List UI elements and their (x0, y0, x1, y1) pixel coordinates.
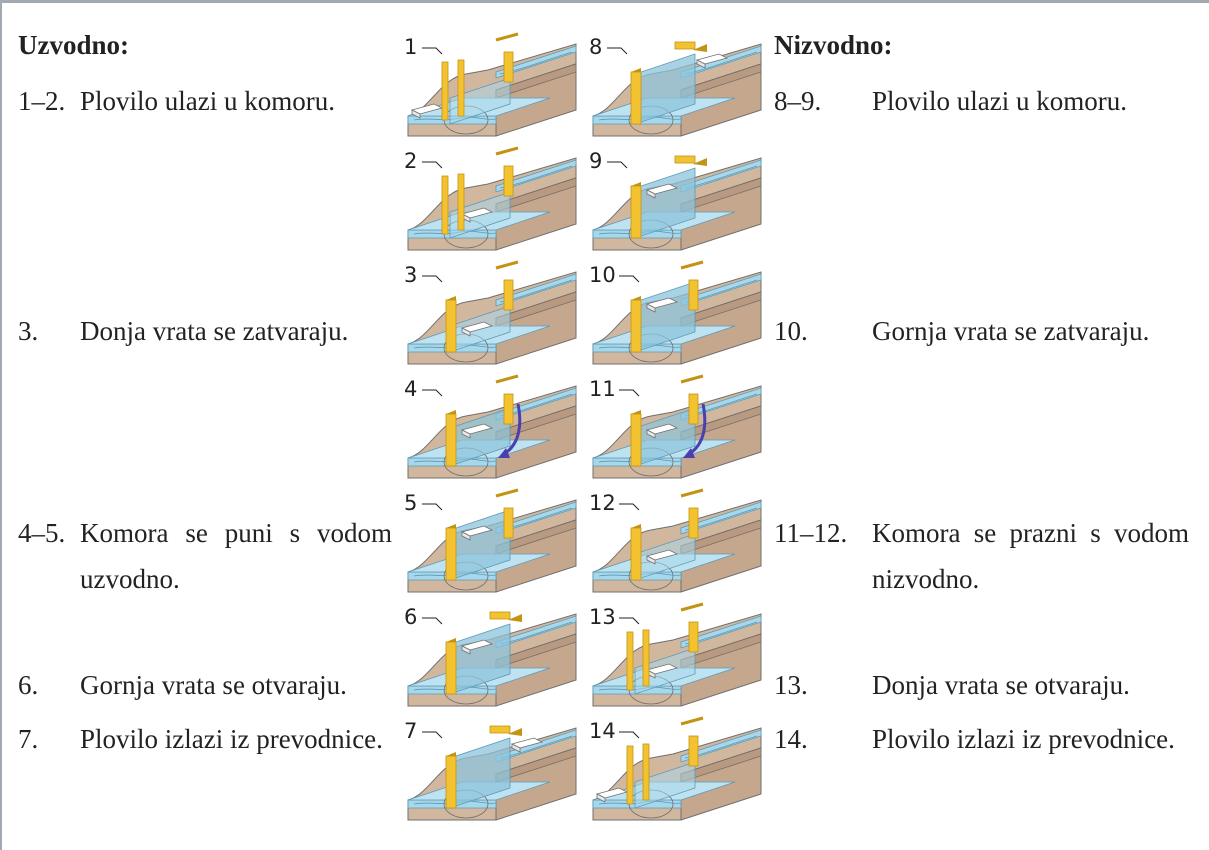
step-text: Komora se prazni s vodom nizvodno. (872, 518, 1189, 594)
lower-gate (630, 409, 642, 467)
lock-diagram-12: 12 (585, 488, 765, 603)
lock-diagram-13: 13 (585, 602, 765, 717)
diagram-number: 9 (589, 149, 602, 173)
lower-gate (445, 751, 457, 809)
label-leader-line (619, 617, 640, 625)
label-leader-line (607, 161, 628, 169)
label-leader-line (422, 389, 443, 397)
diagram-number: 14 (589, 719, 616, 743)
step-text: Plovilo ulazi u komoru. (872, 86, 1127, 116)
lock-diagram-8: 8 (585, 32, 765, 147)
upstream-step: 3. Donja vrata se zatvaraju. (18, 308, 392, 354)
label-leader-line (619, 389, 640, 397)
label-leader-line (422, 731, 443, 739)
diagram-number: 12 (589, 491, 616, 515)
diagram-number: 10 (589, 263, 616, 287)
upper-gate (674, 41, 708, 53)
label-leader-line (619, 731, 640, 739)
step-text: Plovilo izlazi iz prevodnice. (80, 724, 383, 754)
lower-gate (445, 637, 457, 695)
diagram-number: 11 (589, 377, 616, 401)
upstream-step: 4–5. Komora se puni s vodom uzvodno. (18, 510, 392, 602)
upstream-step: 1–2. Plovilo ulazi u komoru. (18, 78, 392, 124)
diagram-number: 1 (404, 35, 417, 59)
step-number: 13. (774, 670, 808, 700)
downstream-step: 14. Plovilo izlazi iz prevodnice. (774, 716, 1189, 762)
lock-diagram-4: 4 (400, 374, 580, 489)
step-text: Plovilo izlazi iz prevodnice. (872, 724, 1175, 754)
label-leader-line (619, 275, 640, 283)
lock-diagram-10: 10 (585, 260, 765, 375)
diagram-number: 4 (404, 377, 417, 401)
step-number: 8–9. (774, 86, 822, 116)
diagram-number: 13 (589, 605, 616, 629)
table-left-border (0, 0, 2, 850)
upper-gate (489, 611, 523, 623)
downstream-step: 11–12. Komora se prazni s vodom nizvodno… (774, 510, 1189, 602)
lock-diagram-14: 14 (585, 716, 765, 831)
lower-gate (630, 181, 642, 239)
lower-gate (445, 409, 457, 467)
lock-diagram-5: 5 (400, 488, 580, 603)
step-number: 7. (18, 724, 39, 754)
step-number: 4–5. (18, 518, 66, 548)
upstream-step: 6. Gornja vrata se otvaraju. (18, 662, 392, 708)
lower-gate (630, 67, 642, 125)
diagram-number: 5 (404, 491, 417, 515)
label-leader-line (422, 503, 443, 511)
step-text: Donja vrata se zatvaraju. (80, 316, 349, 346)
label-leader-line (619, 503, 640, 511)
lock-diagram-1: 1 (400, 32, 580, 147)
upstream-step: 7. Plovilo izlazi iz prevodnice. (18, 716, 392, 762)
lock-diagram-6: 6 (400, 602, 580, 717)
label-leader-line (607, 47, 628, 55)
upper-gate (674, 155, 708, 167)
label-leader-line (422, 161, 443, 169)
step-number: 3. (18, 316, 39, 346)
diagram-number: 6 (404, 605, 417, 629)
lock-diagram-7: 7 (400, 716, 580, 831)
downstream-step: 13. Donja vrata se otvaraju. (774, 662, 1189, 708)
step-number: 11–12. (774, 518, 848, 548)
step-text: Donja vrata se otvaraju. (872, 670, 1130, 700)
downstream-step: 10. Gornja vrata se zatvaraju. (774, 308, 1189, 354)
upper-gate (489, 725, 523, 737)
step-text: Gornja vrata se zatvaraju. (872, 316, 1150, 346)
table-top-border (0, 0, 1209, 3)
step-text: Gornja vrata se otvaraju. (80, 670, 347, 700)
step-number: 14. (774, 724, 808, 754)
lower-gate (445, 295, 457, 353)
diagram-number: 2 (404, 149, 417, 173)
step-text: Plovilo ulazi u komoru. (80, 86, 335, 116)
lower-gate (445, 523, 457, 581)
upstream-column: Uzvodno: 1–2. Plovilo ulazi u komoru. 3.… (18, 0, 393, 850)
lower-gate (630, 523, 642, 581)
downstream-step: 8–9. Plovilo ulazi u komoru. (774, 78, 1189, 124)
label-leader-line (422, 617, 443, 625)
step-number: 1–2. (18, 86, 66, 116)
step-number: 6. (18, 670, 39, 700)
upstream-heading: Uzvodno: (18, 30, 130, 60)
lock-diagram-11: 11 (585, 374, 765, 489)
diagram-number: 8 (589, 35, 602, 59)
lock-diagram-9: 9 (585, 146, 765, 261)
lock-diagram-3: 3 (400, 260, 580, 375)
step-number: 10. (774, 316, 808, 346)
downstream-column: Nizvodno: 8–9. Plovilo ulazi u komoru. 1… (774, 0, 1204, 850)
downstream-heading: Nizvodno: (774, 30, 893, 60)
lock-diagram-2: 2 (400, 146, 580, 261)
label-leader-line (422, 47, 443, 55)
diagram-number: 3 (404, 263, 417, 287)
step-text: Komora se puni s vodom uzvodno. (80, 518, 392, 594)
diagram-number: 7 (404, 719, 417, 743)
lower-gate (630, 295, 642, 353)
label-leader-line (422, 275, 443, 283)
